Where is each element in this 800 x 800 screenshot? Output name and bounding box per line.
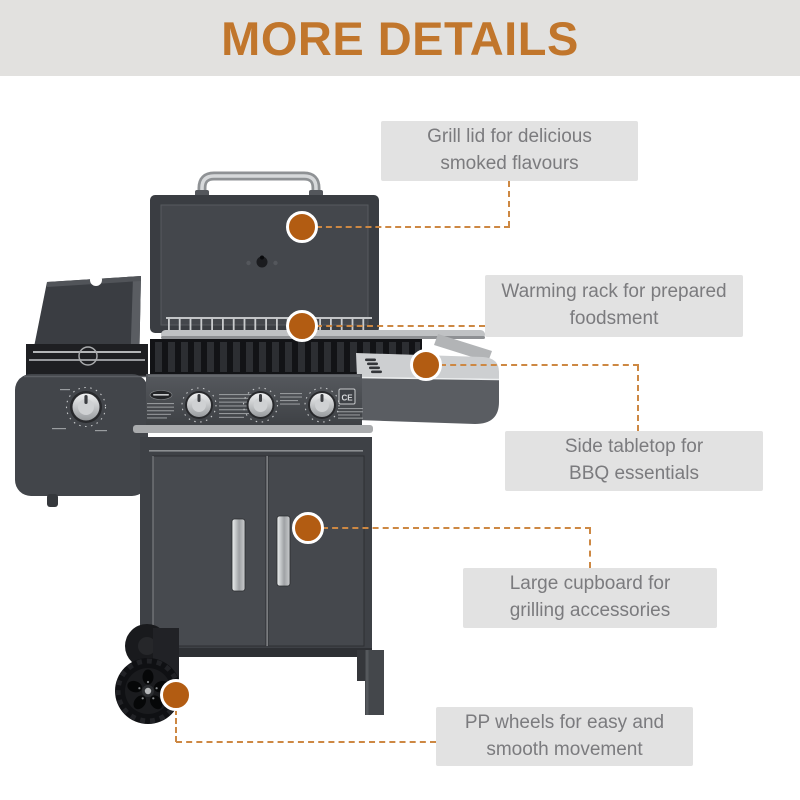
connector-side-tabletop — [440, 364, 639, 366]
connector-grill-lid — [316, 226, 510, 228]
control-panel: CE — [133, 374, 373, 433]
connector-grill-lid — [508, 181, 510, 227]
callout-pp-wheels: PP wheels for easy and smooth movement — [436, 707, 693, 766]
connector-cupboard — [322, 527, 591, 529]
callout-cupboard: Large cupboard for grilling accessories — [463, 568, 717, 628]
ce-mark-badge: CE — [338, 388, 356, 405]
callout-warming-rack: Warming rack for prepared foodsment — [485, 275, 743, 337]
warming-rack — [161, 317, 492, 362]
tabletop-vents — [365, 358, 382, 374]
side-burner — [15, 344, 148, 507]
lid-hinge — [434, 334, 492, 362]
marker-pp-wheels — [160, 679, 192, 711]
burner-knob-1 — [181, 387, 217, 423]
lid-handle-icon — [195, 171, 323, 198]
grill-lid — [150, 195, 379, 333]
door-handle-right — [276, 515, 291, 587]
marker-grill-lid — [286, 211, 318, 243]
panel-print-lines — [147, 393, 363, 419]
panel-print-lines — [52, 389, 107, 432]
callout-side-tabletop: Side tabletop for BBQ essentials — [505, 431, 763, 491]
cart-legs — [357, 650, 384, 715]
callout-grill-lid: Grill lid for delicious smoked flavours — [381, 121, 638, 181]
connector-pp-wheels — [176, 741, 436, 743]
marker-side-tabletop — [410, 349, 442, 381]
burner-knob-3 — [304, 387, 340, 423]
burner-knob-2 — [242, 387, 279, 423]
marker-cupboard — [292, 512, 324, 544]
marker-warming-rack — [286, 310, 318, 342]
door-handle-left — [231, 518, 246, 592]
brand-logo — [149, 390, 173, 400]
svg-text:CE: CE — [341, 394, 353, 403]
header: MORE DETAILS — [0, 0, 800, 76]
connector-pp-wheels — [175, 709, 177, 742]
connector-warming-rack — [316, 325, 485, 327]
connector-cupboard — [589, 528, 591, 568]
cupboard-cabinet — [140, 437, 372, 657]
page-title: MORE DETAILS — [221, 11, 579, 65]
connector-side-tabletop — [637, 365, 639, 431]
side-burner-knob — [65, 386, 107, 428]
